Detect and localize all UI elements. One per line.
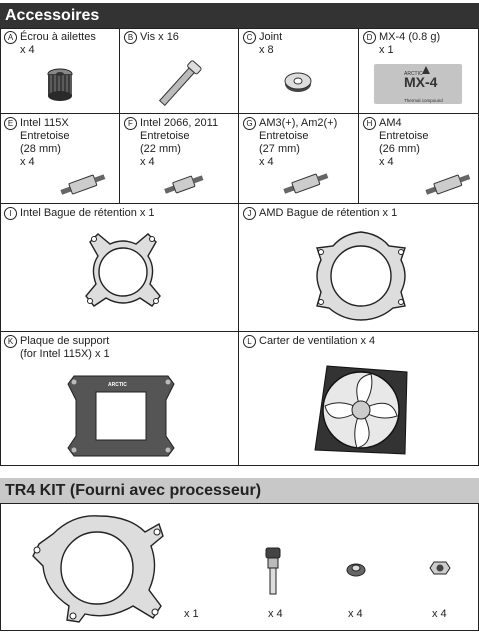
section-title-tr4: TR4 KIT (Fourni avec processeur) bbox=[0, 478, 479, 503]
item-letter: J bbox=[243, 207, 256, 220]
item-letter: B bbox=[124, 31, 137, 44]
tr4-screw-illustration bbox=[265, 547, 281, 595]
item-f-name: Intel 2066, 2011 bbox=[140, 117, 219, 129]
tr4-washer-qty: x 4 bbox=[348, 608, 363, 620]
item-h-type: Entretoise bbox=[379, 130, 429, 142]
tr4-nut-illustration bbox=[429, 561, 451, 575]
item-l-cell: L Carter de ventilation x 4 bbox=[239, 332, 479, 466]
item-k-cell: K Plaque de support(for Intel 115X) x 1 … bbox=[0, 332, 239, 466]
tr4-screw-qty: x 4 bbox=[268, 608, 283, 620]
item-letter: A bbox=[4, 31, 17, 44]
item-h-size: (26 mm) bbox=[379, 143, 420, 155]
item-letter: I bbox=[4, 207, 17, 220]
item-j-cell: J AMD Bague de rétention x 1 bbox=[239, 204, 479, 332]
item-letter: G bbox=[243, 117, 256, 130]
item-letter: F bbox=[124, 117, 137, 130]
item-k-detail: (for Intel 115X) x 1 bbox=[20, 348, 110, 360]
item-j-name: AMD Bague de rétention x 1 bbox=[259, 207, 398, 219]
item-d-qty: x 1 bbox=[379, 44, 394, 56]
standoff-22-illustration bbox=[164, 175, 204, 194]
amd-retention-ring-illustration bbox=[316, 231, 406, 321]
mx4-subtitle: Thermal compound bbox=[404, 98, 443, 103]
accessories-grid bbox=[0, 28, 479, 466]
section-title-accessories: Accessoires bbox=[0, 3, 479, 28]
item-b-cell: B Vis x 16 bbox=[120, 28, 239, 114]
item-f-size: (22 mm) bbox=[140, 143, 181, 155]
item-letter: H bbox=[363, 117, 376, 130]
item-b-name: Vis x 16 bbox=[140, 31, 179, 43]
standoff-26-illustration bbox=[425, 174, 471, 195]
tr4-retention-frame-illustration bbox=[32, 515, 164, 623]
wing-nut-illustration bbox=[47, 68, 73, 101]
item-g-type: Entretoise bbox=[259, 130, 309, 142]
backplate-shape bbox=[67, 375, 175, 457]
item-g-cell: G AM3(+), Am2(+)Entretoise(27 mm)x 4 bbox=[239, 114, 359, 204]
item-letter: E bbox=[4, 117, 17, 130]
tr4-washer-illustration bbox=[346, 563, 366, 577]
fan-shroud-illustration bbox=[314, 365, 408, 455]
tr4-ring-qty: x 1 bbox=[184, 608, 199, 620]
item-f-type: Entretoise bbox=[140, 130, 190, 142]
item-letter: C bbox=[243, 31, 256, 44]
item-h-name: AM4 bbox=[379, 117, 402, 129]
item-d-name: MX-4 (0.8 g) bbox=[379, 31, 441, 43]
mx4-brand: ARCTIC bbox=[404, 71, 423, 77]
tr4-kit-box bbox=[0, 503, 479, 631]
item-e-size: (28 mm) bbox=[20, 143, 61, 155]
item-a-qty: x 4 bbox=[20, 44, 35, 56]
item-e-qty: x 4 bbox=[20, 156, 35, 168]
item-f-qty: x 4 bbox=[140, 156, 155, 168]
item-c-name: Joint bbox=[259, 31, 283, 43]
screw-illustration bbox=[158, 60, 202, 107]
item-e-type: Entretoise bbox=[20, 130, 70, 142]
washer-illustration bbox=[284, 72, 312, 92]
item-g-qty: x 4 bbox=[259, 156, 274, 168]
item-k-name: Plaque de support bbox=[20, 335, 110, 347]
arctic-logo-icon bbox=[422, 66, 430, 74]
tr4-nut-qty: x 4 bbox=[432, 608, 447, 620]
intel-retention-ring-illustration bbox=[85, 233, 161, 307]
item-i-name: Intel Bague de rétention x 1 bbox=[20, 207, 155, 219]
item-g-size: (27 mm) bbox=[259, 143, 300, 155]
item-g-name: AM3(+), Am2(+) bbox=[259, 117, 338, 129]
item-l-name: Carter de ventilation x 4 bbox=[259, 335, 376, 347]
standoff-27-illustration bbox=[283, 173, 329, 194]
mx4-package-illustration: ARCTIC MX-4 Thermal compound bbox=[374, 64, 462, 104]
item-letter: L bbox=[243, 335, 256, 348]
mx4-product-name: MX-4 bbox=[404, 74, 438, 90]
backplate-illustration: ARCTIC bbox=[62, 370, 180, 460]
standoff-28-illustration bbox=[60, 174, 106, 195]
item-i-cell: I Intel Bague de rétention x 1 bbox=[0, 204, 239, 332]
item-letter: D bbox=[363, 31, 376, 44]
item-letter: K bbox=[4, 335, 17, 348]
item-h-qty: x 4 bbox=[379, 156, 394, 168]
item-a-name: Écrou à ailettes bbox=[20, 31, 96, 43]
item-c-qty: x 8 bbox=[259, 44, 274, 56]
item-d-cell: D MX-4 (0.8 g)x 1 ARCTIC MX-4 Thermal co… bbox=[359, 28, 479, 114]
item-e-name: Intel 115X bbox=[20, 117, 69, 129]
backplate-brand: ARCTIC bbox=[108, 382, 127, 388]
